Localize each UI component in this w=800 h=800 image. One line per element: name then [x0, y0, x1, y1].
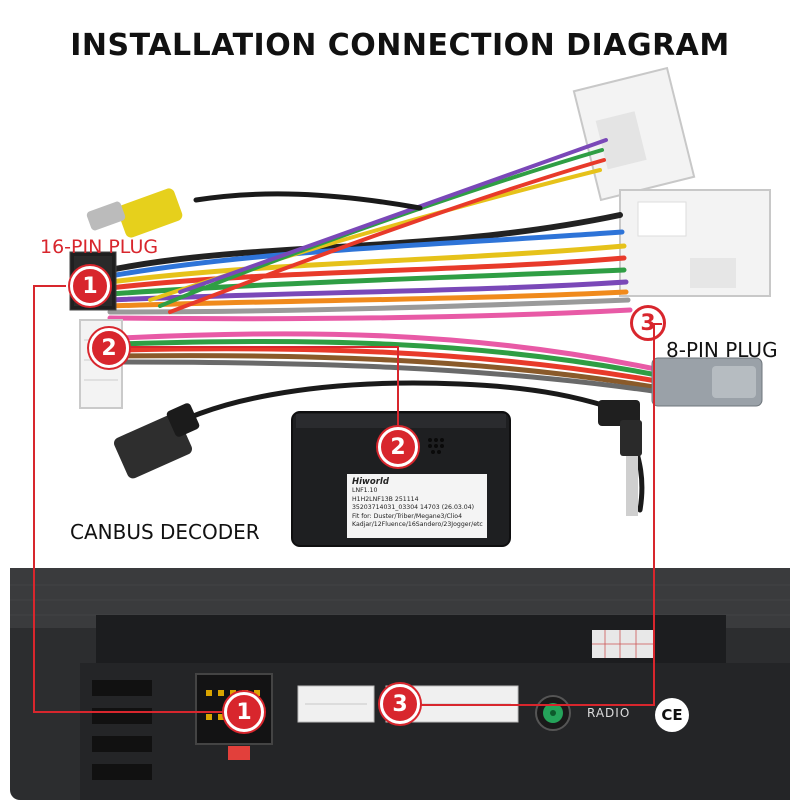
- diagram-title: INSTALLATION CONNECTION DIAGRAM: [70, 28, 730, 63]
- label-8-pin-plug: 8-PIN PLUG: [666, 338, 778, 362]
- label-canbus-decoder: CANBUS DECODER: [70, 520, 260, 544]
- decoder-sticker: Hiworld LNF1.10 H1H2LNF13B 251114 352037…: [347, 474, 487, 538]
- decoder-line-1: LNF1.10: [352, 487, 378, 494]
- route-line-2: [128, 346, 399, 430]
- decoder-line-2: H1H2LNF13B 251114: [352, 495, 419, 503]
- marker-1-plug: 1: [70, 266, 110, 306]
- marker-3-plug: 3: [630, 305, 666, 341]
- ce-mark: CE: [655, 698, 689, 732]
- wire-harness: [107, 138, 665, 513]
- label-16-pin-plug: 16-PIN PLUG: [40, 236, 159, 258]
- marker-3-radio: 3: [380, 684, 420, 724]
- marker-1-radio: 1: [224, 692, 264, 732]
- marker-2-plug: 2: [89, 328, 129, 368]
- marker-2-decoder: 2: [378, 427, 418, 467]
- rca-plug: [86, 188, 183, 238]
- decoder-line-5: Kadjar/12Fluence/16Sandero/23Jogger/etc: [352, 521, 483, 528]
- fakra-connector: [113, 403, 200, 479]
- antenna-plug: [598, 400, 642, 516]
- plug-8-pin: [651, 357, 763, 407]
- harness-main-connector: [572, 66, 771, 297]
- route-line-1: [33, 285, 228, 713]
- decoder-line-4: Fit for: Duster/Triber/Megane3/Clio4: [352, 512, 463, 520]
- decoder-brand: Hiworld: [352, 477, 389, 487]
- radio-label: RADIO: [587, 706, 631, 720]
- decoder-line-3: 35203714031_03304 14703 (26.03.04): [352, 504, 475, 511]
